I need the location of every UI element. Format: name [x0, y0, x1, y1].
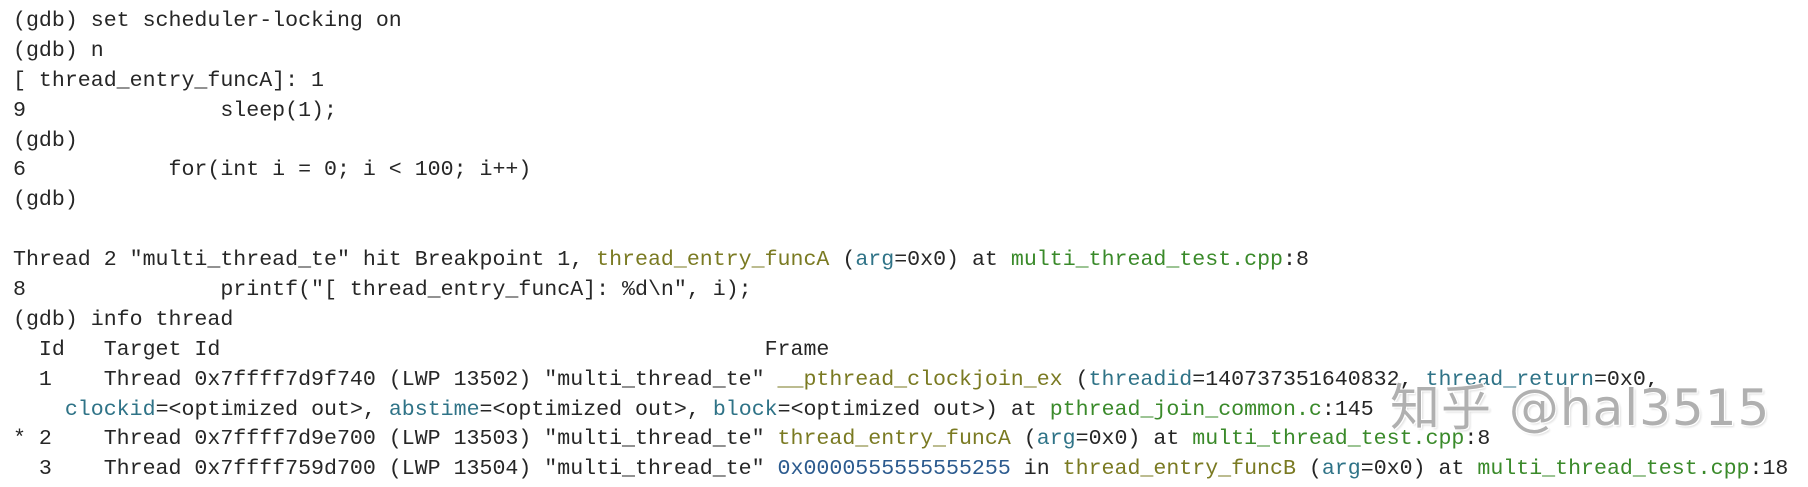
- function-name: thread_entry_funcA: [596, 248, 830, 273]
- text-segment: (: [829, 248, 856, 273]
- text-segment: :8: [1283, 248, 1309, 273]
- text-segment: Id Target Id Frame: [13, 337, 843, 362]
- text-segment: 6 for(int i = 0; i < 100; i++): [13, 158, 532, 183]
- terminal-line-command-set-scheduler-locking: (gdb) set scheduler-locking on: [13, 7, 1788, 37]
- text-segment: =<optimized out>,: [155, 397, 389, 422]
- argument-name: arg: [855, 248, 895, 273]
- zhihu-watermark: 知乎 @hal3515: [1390, 379, 1771, 437]
- terminal-line-thread-row-3: 3 Thread 0x7ffff759d700 (LWP 13504) "mul…: [13, 455, 1789, 485]
- terminal-line-command-info-thread: (gdb) info thread: [13, 306, 1788, 336]
- terminal-line-source-line-9: 9 sleep(1);: [13, 97, 1788, 127]
- terminal-line-source-line-8: 8 printf("[ thread_entry_funcA]: %d\n", …: [13, 276, 1788, 306]
- argument-name: abstime: [388, 397, 480, 422]
- terminal-line-gdb-prompt: (gdb): [13, 186, 1788, 216]
- terminal-line-thread-table-header: Id Target Id Frame: [13, 336, 1788, 366]
- gdb-terminal-output[interactable]: (gdb) set scheduler-locking on (gdb) n [ t…: [13, 7, 1788, 485]
- text-segment: =0x0) at: [1075, 427, 1193, 452]
- function-name: __pthread_clockjoin_ex: [777, 367, 1063, 392]
- text-segment: 8 printf("[ thread_entry_funcA]: %d\n", …: [13, 278, 752, 303]
- text-segment: in: [1010, 457, 1063, 482]
- terminal-line-thread-row-1-continued: clockid=<optimized out>, abstime=<optimi…: [13, 396, 1788, 426]
- text-segment: =0x0) at: [894, 248, 1011, 273]
- memory-address: 0x0000555555555255: [777, 457, 1011, 482]
- text-segment: =0x0,: [1593, 367, 1672, 392]
- text-segment: :18: [1749, 457, 1789, 482]
- function-name: thread_entry_funcB: [1062, 457, 1296, 482]
- text-segment: (: [1010, 427, 1037, 452]
- text-segment: :145: [1321, 397, 1374, 422]
- text-segment: =140737351640832,: [1192, 367, 1426, 392]
- text-segment: =<optimized out>,: [479, 397, 713, 422]
- text-segment: (: [1062, 367, 1089, 392]
- text-segment: (gdb) info thread: [13, 307, 234, 332]
- text-segment: =0x0) at: [1360, 457, 1478, 482]
- text-segment: =<optimized out>) at: [777, 397, 1050, 422]
- source-file: multi_thread_test.cpp: [1192, 427, 1465, 452]
- argument-name: threadid: [1088, 367, 1193, 392]
- text-segment: (gdb) set scheduler-locking on: [13, 9, 402, 33]
- text-segment: 3 Thread 0x7ffff759d700 (LWP 13504) "mul…: [13, 457, 778, 482]
- text-segment: * 2 Thread 0x7ffff7d9e700 (LWP 13503) "m…: [13, 427, 778, 452]
- text-segment: Thread 2 "multi_thread_te" hit Breakpoin…: [13, 248, 597, 273]
- terminal-line-breakpoint-hit-message: Thread 2 "multi_thread_te" hit Breakpoin…: [13, 246, 1788, 276]
- text-segment: [13, 398, 65, 422]
- source-file: pthread_join_common.c: [1049, 397, 1322, 422]
- argument-name: clockid: [64, 397, 156, 422]
- source-file: multi_thread_test.cpp: [1010, 248, 1283, 273]
- text-segment: 9 sleep(1);: [13, 98, 337, 123]
- source-file: multi_thread_test.cpp: [1477, 457, 1750, 482]
- text-segment: (gdb): [13, 128, 78, 153]
- text-segment: (gdb) n: [13, 38, 104, 63]
- terminal-line-thread-row-1: 1 Thread 0x7ffff7d9f740 (LWP 13502) "mul…: [13, 366, 1788, 396]
- terminal-line-gdb-prompt: (gdb): [13, 127, 1788, 157]
- terminal-line-thread-row-2-current: * 2 Thread 0x7ffff7d9e700 (LWP 13503) "m…: [13, 425, 1788, 455]
- argument-name: arg: [1036, 427, 1076, 452]
- function-name: thread_entry_funcA: [777, 427, 1011, 452]
- argument-name: arg: [1321, 457, 1361, 482]
- text-segment: (: [1295, 457, 1322, 482]
- terminal-line-program-output: [ thread_entry_funcA]: 1: [13, 67, 1788, 97]
- terminal-line-blank-line: [13, 216, 1788, 246]
- terminal-line-command-next: (gdb) n: [13, 37, 1788, 67]
- argument-name: thread_return: [1425, 367, 1594, 392]
- text-segment: (gdb): [13, 188, 78, 213]
- argument-name: block: [712, 397, 778, 422]
- text-segment: :8: [1464, 427, 1491, 452]
- text-segment: [ thread_entry_funcA]: 1: [13, 68, 325, 93]
- terminal-line-source-line-6: 6 for(int i = 0; i < 100; i++): [13, 156, 1788, 186]
- text-segment: 1 Thread 0x7ffff7d9f740 (LWP 13502) "mul…: [13, 367, 778, 392]
